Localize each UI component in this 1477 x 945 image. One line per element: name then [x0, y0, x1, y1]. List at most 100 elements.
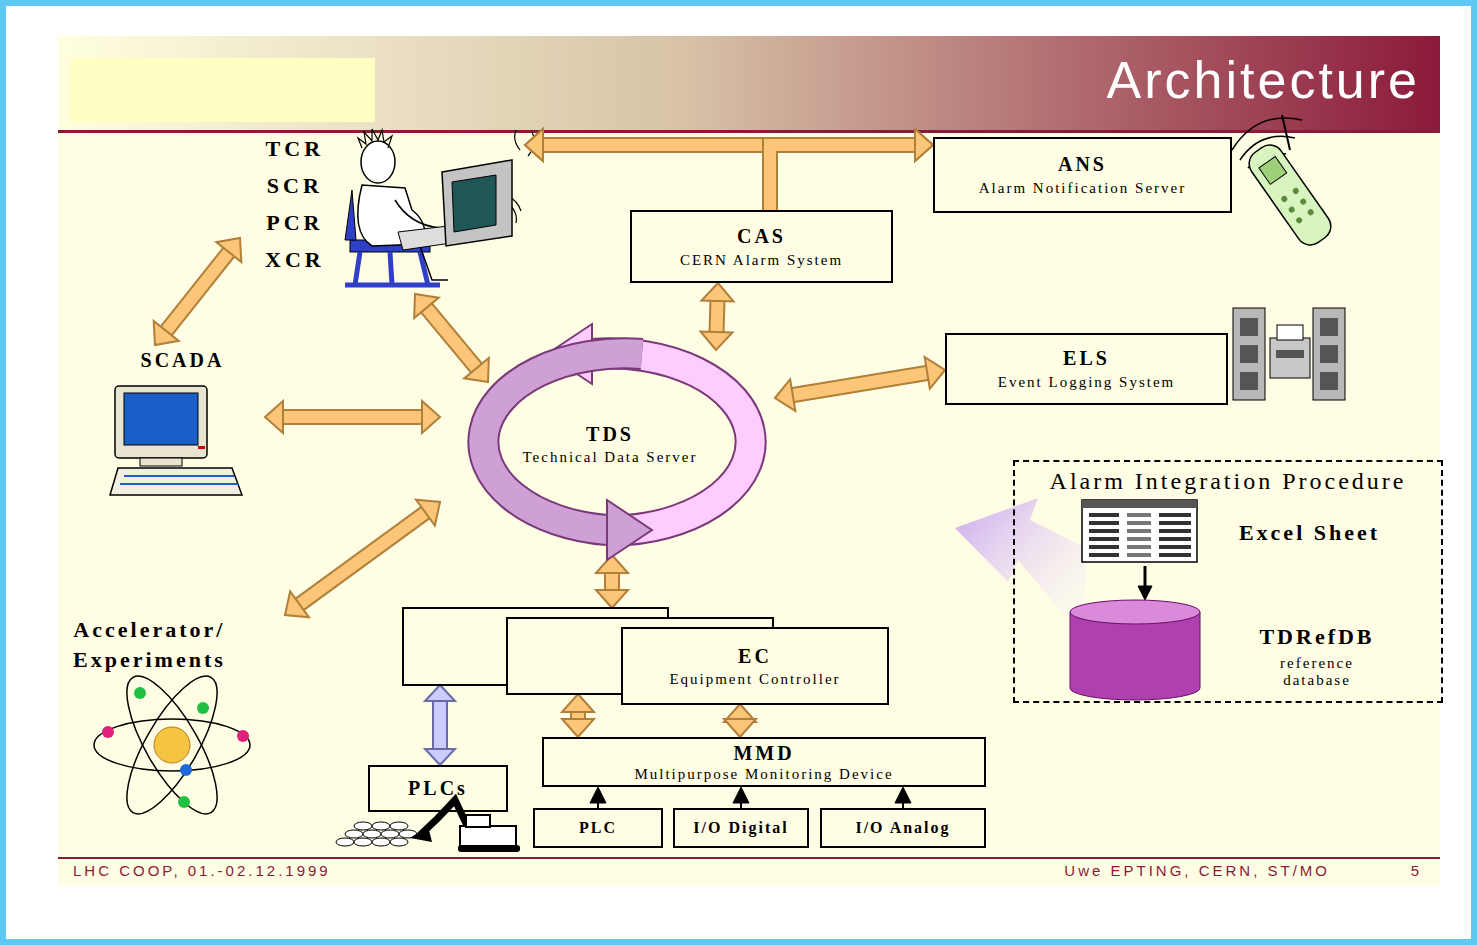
spreadsheet-node-outline: [1089, 529, 1119, 533]
arrow-head: [285, 591, 309, 617]
arrow-head: [414, 294, 439, 318]
arrow-shaft: [299, 512, 427, 605]
header-box: [70, 58, 375, 122]
arrow-head: [562, 719, 594, 737]
arrow-head: [724, 719, 756, 737]
controller-stack-outline: [622, 628, 888, 704]
connector-arrow: [895, 787, 911, 808]
arrow-head: [154, 321, 179, 345]
file-cabinets-icon: [1276, 350, 1304, 358]
atom-icon: [237, 730, 249, 742]
controller-stack: EC Equipment Controller: [403, 608, 888, 704]
file-cabinets-icon: [1313, 308, 1345, 400]
node-title: TDRefDB: [1259, 622, 1374, 652]
operator-figure: [345, 190, 356, 240]
connector-arrow: [1138, 566, 1152, 600]
procedure-group: Alarm Integration ProcedureExcel SheetTD…: [1013, 460, 1443, 703]
connector-arrow: [154, 238, 242, 345]
text-area: TDSTechnical Data Server: [500, 408, 720, 480]
server-box: CASCERN Alarm System: [630, 210, 893, 283]
arrow-head: [422, 401, 440, 433]
node-subtitle: Equipment Controller: [669, 671, 840, 688]
arrow-head: [915, 129, 933, 161]
server-box: ANSAlarm Notification Server: [933, 137, 1232, 213]
arrow-shaft: [282, 411, 423, 423]
footer-text: Uwe EPTING, CERN, ST/MO: [1064, 862, 1330, 879]
text-area: TDRefDBreference database: [1237, 610, 1397, 700]
atom-icon: [178, 796, 190, 808]
arrow-head: [425, 749, 455, 765]
arrow-head: [562, 694, 594, 712]
text-area: EC Equipment Controller: [622, 628, 888, 704]
node-title: PLCs: [408, 777, 468, 800]
spreadsheet-node: Excel Sheet: [1077, 498, 1407, 568]
computer-icon: [110, 386, 242, 495]
arrow-head: [925, 357, 945, 389]
spreadsheet-node-outline: [1089, 513, 1119, 517]
spreadsheet-node-outline: [1127, 537, 1151, 541]
excavator-icon: [390, 838, 408, 846]
spreadsheet-node-outline: [1089, 521, 1119, 525]
database-cylinder: TDRefDBreference database: [1067, 596, 1407, 702]
arrow-shaft: [711, 300, 724, 333]
excavator-icon: [381, 830, 399, 838]
operator-figure: [452, 175, 496, 232]
arrow-head: [596, 590, 628, 608]
arrow-head: [216, 238, 241, 262]
node-title: SCADA: [141, 349, 225, 372]
data-server-ring: TDSTechnical Data Server: [440, 330, 780, 555]
excavator-icon: [390, 822, 408, 830]
excavator-icon: [410, 826, 432, 842]
atom-icon: [94, 664, 250, 825]
atom-icon: [94, 719, 250, 771]
node-title: I/O Digital: [693, 819, 788, 837]
file-cabinets-icon: [1240, 372, 1258, 390]
atom-icon: [180, 764, 192, 776]
excavator-icon: [458, 845, 520, 852]
node-subtitle: reference database: [1280, 655, 1354, 689]
arrow-head: [590, 787, 606, 803]
arrow-head: [464, 358, 489, 382]
operator-figure: [420, 246, 448, 280]
connector-arrow: [525, 129, 770, 210]
node-subtitle: CERN Alarm System: [680, 252, 843, 269]
connector-arrow: [596, 555, 628, 608]
node-title: EC: [738, 645, 772, 668]
phone-icon: [1244, 140, 1337, 251]
arrow-shaft: [792, 373, 928, 395]
arrow-head: [775, 379, 795, 411]
spreadsheet-node-outline: [1089, 553, 1119, 557]
excavator-icon: [354, 822, 372, 830]
scada-station: SCADA: [100, 345, 265, 500]
input-box: I/O Digital: [673, 808, 809, 848]
phone-icon: [1232, 115, 1336, 250]
file-cabinets-icon: [1233, 308, 1265, 400]
phone-icon: [1280, 195, 1288, 203]
connector-arrow: [425, 685, 455, 765]
node-title: TDS: [586, 423, 634, 446]
excavator-icon: [336, 800, 520, 852]
operator-figure: [395, 200, 440, 228]
excavator-icon: [372, 822, 390, 830]
node-title: ELS: [1063, 347, 1110, 370]
node-title: Alarm Integration Procedure: [1050, 468, 1407, 495]
arrow-shaft-outline: [709, 300, 726, 333]
database-cylinder-outline: [1070, 612, 1200, 700]
file-cabinets-icon: [1240, 345, 1258, 363]
arrow-head: [265, 401, 283, 433]
footer-text: LHC COOP, 01.-02.12.1999: [73, 862, 331, 879]
spreadsheet-node-outline: [1082, 500, 1197, 562]
phone-icon: [1292, 187, 1300, 195]
operator-figure: [358, 129, 392, 148]
phone-icon: [1295, 216, 1303, 224]
node-title: Accelerator/ Experiments: [73, 615, 226, 675]
operator-figure: [345, 129, 534, 285]
node-subtitle: Event Logging System: [998, 374, 1176, 391]
arrow-head: [416, 500, 440, 526]
connector-arrow: [590, 787, 606, 808]
database-cylinder-outline: [1070, 600, 1200, 624]
spreadsheet-node-outline: [1127, 553, 1151, 557]
arrow-shaft-outline: [542, 145, 770, 210]
arrow-shaft-outline: [426, 307, 477, 369]
